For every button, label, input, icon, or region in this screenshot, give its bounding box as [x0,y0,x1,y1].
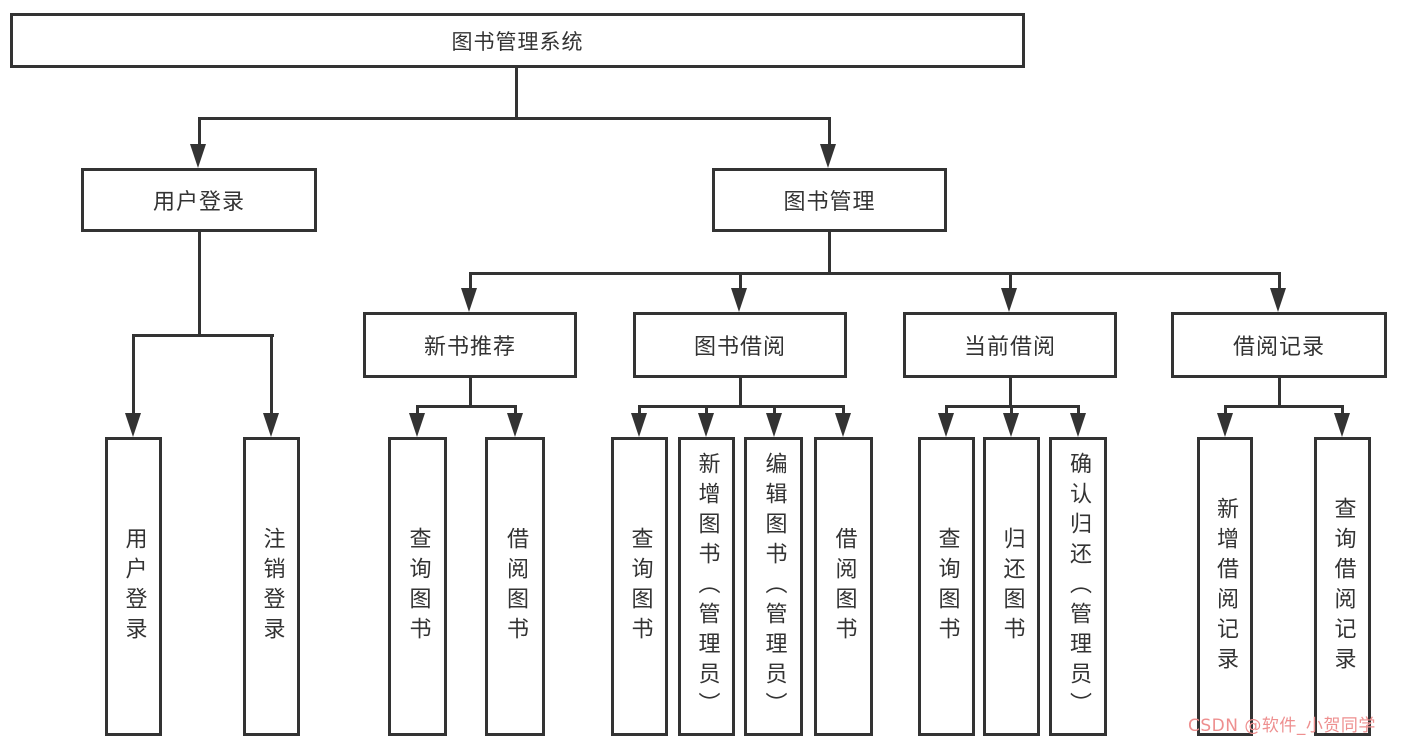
node-label: 查询图书 [627,526,653,647]
node-book-management: 图书管理 [712,168,947,232]
leaf-add-books-admin: 新增图书（管理员） [678,437,735,736]
node-label: 图书管理 [783,190,876,215]
node-current-borrowing: 当前借阅 [903,312,1117,378]
connector-line [1278,378,1281,408]
node-label: 确认归还（管理员） [1066,451,1091,722]
node-user-login: 用户登录 [81,168,317,232]
leaf-query-borrow-record: 查询借阅记录 [1314,437,1371,736]
connector-line [773,405,776,417]
node-label: 借阅图书 [831,526,857,647]
arrow-down-icon [938,413,954,437]
connector-line [198,232,201,337]
node-label: 借阅记录 [1232,335,1325,360]
connector-line [1077,405,1080,417]
node-label: 归还图书 [999,526,1025,647]
arrow-down-icon [820,144,836,168]
connector-line [1341,405,1344,417]
connector-line [198,117,831,120]
arrow-down-icon [766,413,782,437]
node-label: 图书借阅 [693,335,786,360]
node-label: 新增图书（管理员） [694,451,720,722]
csdn-watermark: CSDN @软件_小贺同学 [1188,716,1376,736]
arrow-down-icon [190,144,206,168]
connector-line [515,68,518,120]
connector-line [1009,272,1012,292]
connector-line [270,334,273,416]
arrow-down-icon [731,288,747,312]
arrow-down-icon [409,413,425,437]
node-label: 新增借阅记录 [1213,496,1238,677]
leaf-borrow-books-recommend: 借阅图书 [485,437,545,736]
arrow-down-icon [1070,413,1086,437]
node-label: 图书管理系统 [451,29,584,54]
leaf-query-books-current: 查询图书 [918,437,975,736]
node-label: 借阅图书 [503,526,528,647]
connector-line [1009,378,1012,408]
node-label: 查询图书 [405,526,431,647]
connector-line [469,272,1281,275]
node-label: 查询图书 [934,526,960,647]
node-label: 新书推荐 [423,335,516,360]
connector-line [842,405,845,417]
connector-line [469,378,472,408]
connector-line [1010,405,1013,417]
leaf-add-borrow-record: 新增借阅记录 [1197,437,1253,736]
arrow-down-icon [1003,413,1019,437]
connector-line [705,405,708,417]
connector-line [198,117,201,147]
leaf-return-books: 归还图书 [983,437,1040,736]
connector-line [945,405,948,417]
connector-line [132,334,135,416]
arrow-down-icon [1001,288,1017,312]
node-label: 用户登录 [152,190,245,215]
connector-line [514,405,517,417]
connector-line [1278,272,1281,292]
node-book-borrowing: 图书借阅 [633,312,847,378]
connector-line [638,405,845,408]
arrow-down-icon [1217,413,1233,437]
node-library-management-system: 图书管理系统 [10,13,1025,68]
connector-line [416,405,419,417]
arrow-down-icon [631,413,647,437]
connector-line [416,405,517,408]
node-label: 注销登录 [259,526,285,647]
node-label: 用户登录 [121,526,147,647]
node-label: 编辑图书（管理员） [761,451,787,722]
leaf-query-books-borrowing: 查询图书 [611,437,668,736]
arrow-down-icon [698,413,714,437]
arrow-down-icon [125,413,141,437]
connector-line [828,117,831,147]
connector-line [739,378,742,408]
connector-line [638,405,641,417]
leaf-user-login: 用户登录 [105,437,162,736]
leaf-confirm-return-admin: 确认归还（管理员） [1049,437,1107,736]
arrow-down-icon [1334,413,1350,437]
arrow-down-icon [507,413,523,437]
connector-line [469,272,472,292]
connector-line [132,334,274,337]
node-borrowing-records: 借阅记录 [1171,312,1387,378]
connector-line [1224,405,1227,417]
node-new-book-recommendation: 新书推荐 [363,312,577,378]
leaf-edit-books-admin: 编辑图书（管理员） [744,437,803,736]
leaf-borrow-books: 借阅图书 [814,437,873,736]
connector-line [828,232,831,275]
connector-line [739,272,742,292]
arrow-down-icon [835,413,851,437]
arrow-down-icon [263,413,279,437]
arrow-down-icon [1270,288,1286,312]
arrow-down-icon [461,288,477,312]
leaf-query-books-recommend: 查询图书 [388,437,447,736]
connector-line [1224,405,1344,408]
node-label: 当前借阅 [963,335,1056,360]
node-label: 查询借阅记录 [1330,496,1356,677]
leaf-logout: 注销登录 [243,437,300,736]
